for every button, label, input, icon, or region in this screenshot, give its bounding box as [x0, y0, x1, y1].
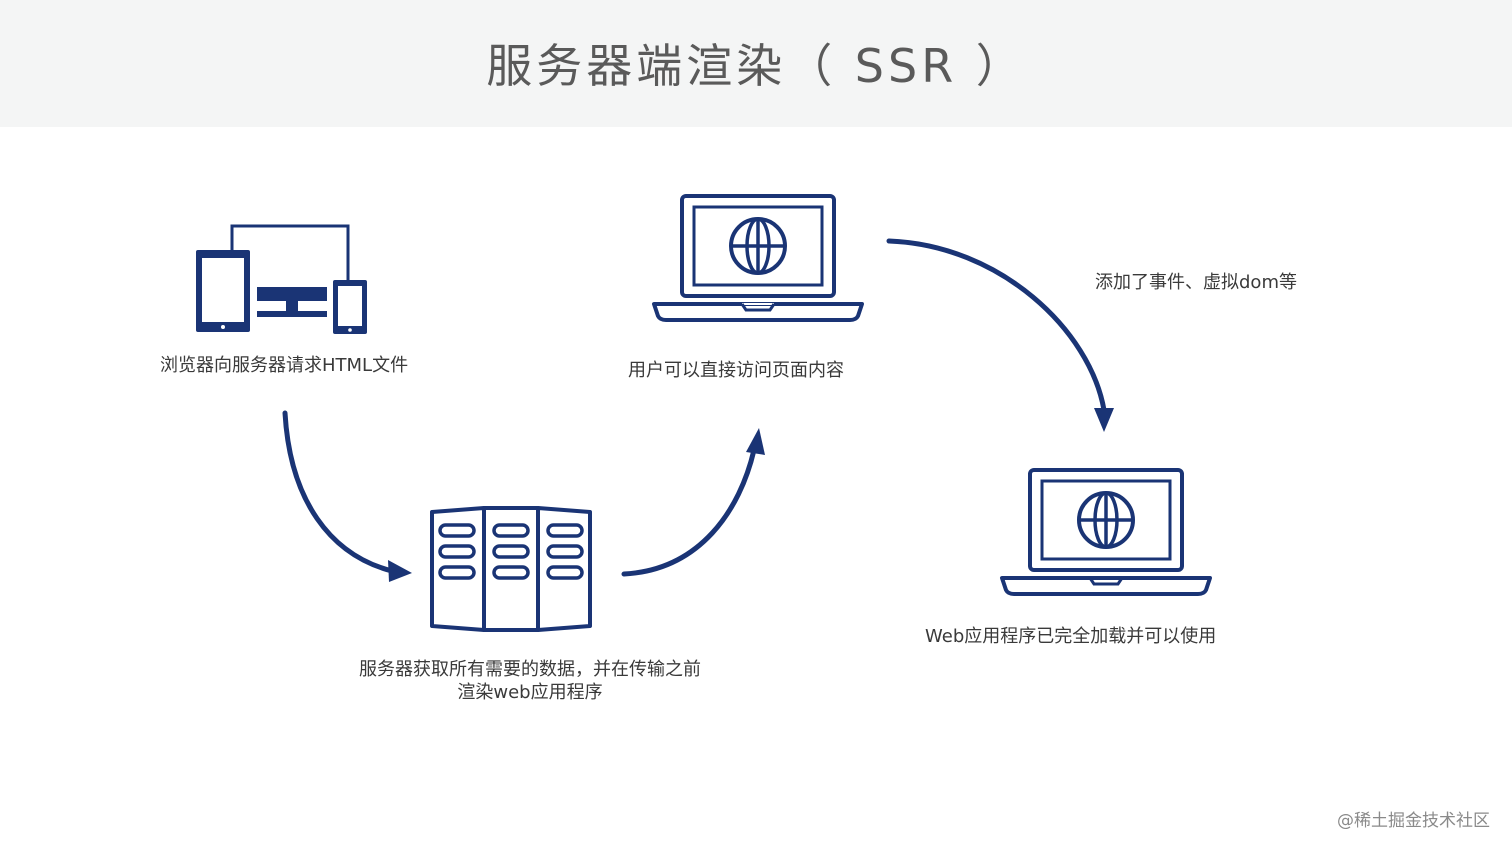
- header-band: [0, 0, 1512, 127]
- step-server-render-label-line2: 渲染web应用程序: [457, 682, 603, 703]
- server-icon: [430, 506, 592, 632]
- laptop-globe-icon: [652, 194, 864, 322]
- step-hydrate-note-label: 添加了事件、虚拟dom等: [1095, 272, 1297, 293]
- arrow-icon: [621, 428, 765, 577]
- step-user-access-label: 用户可以直接访问页面内容: [628, 360, 844, 381]
- page-title: 服务器端渲染（ SSR ）: [486, 39, 1026, 93]
- arrow-icon: [282, 410, 412, 582]
- step-server-render-label-line1: 服务器获取所有需要的数据，并在传输之前: [359, 659, 701, 680]
- step-app-loaded-label: Web应用程序已完全加载并可以使用: [925, 626, 1217, 647]
- arrow-icon: [886, 238, 1114, 432]
- laptop-globe-icon: [1000, 468, 1212, 596]
- step-browser-request-label: 浏览器向服务器请求HTML文件: [160, 355, 409, 376]
- watermark: @稀土掘金技术社区: [1337, 811, 1490, 831]
- devices-icon: [196, 224, 367, 334]
